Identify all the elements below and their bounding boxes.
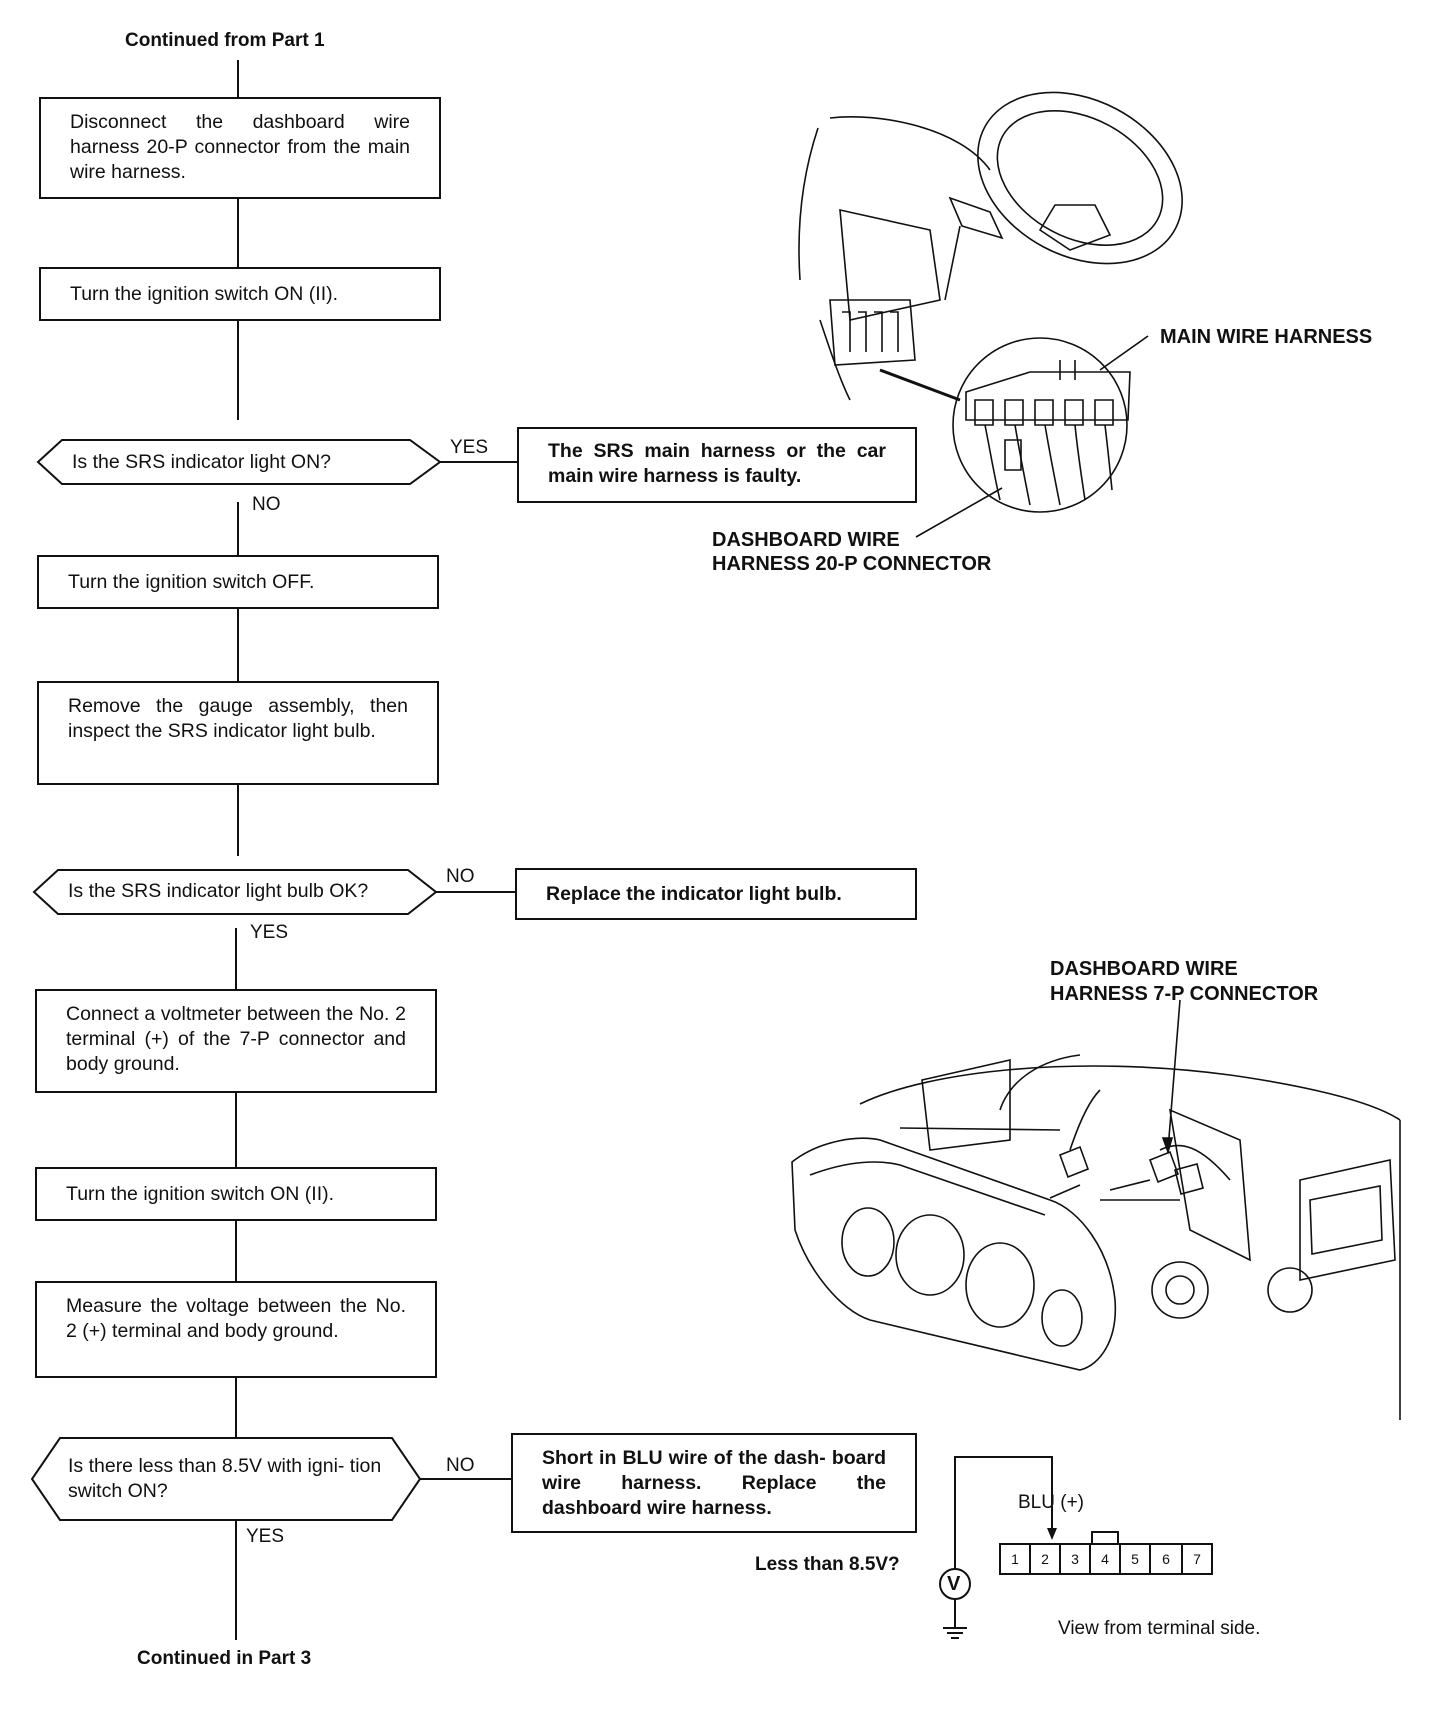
answer-no-3: NO — [446, 1455, 475, 1476]
terminal-3: 3 — [1071, 1551, 1079, 1567]
answer-yes-3: YES — [246, 1526, 285, 1547]
label-7p-line1: DASHBOARD WIRE — [1050, 958, 1238, 980]
decision-voltage-low: Is there less than 8.5V with igni- tion … — [68, 1455, 382, 1502]
terminal-6: 6 — [1162, 1551, 1170, 1567]
label-7p-line2: HARNESS 7-P CONNECTOR — [1050, 983, 1319, 1005]
terminal-1: 1 — [1011, 1551, 1019, 1567]
step-remove-gauge: Remove the gauge assembly, then inspect … — [68, 695, 408, 742]
gauge-assembly-illustration — [791, 999, 1401, 1420]
decision-srs-light-on: Is the SRS indicator light ON? — [72, 451, 332, 473]
decision-bulb-ok: Is the SRS indicator light bulb OK? — [68, 880, 369, 902]
result-short-blu-wire: Short in BLU wire of the dash- board wir… — [542, 1447, 886, 1519]
caption-terminal-side: View from terminal side. — [1058, 1618, 1261, 1639]
end-label: Continued in Part 3 — [137, 1648, 312, 1669]
step-ignition-on-1: Turn the ignition switch ON (II). — [70, 282, 339, 305]
step-disconnect-connector: Disconnect the dashboard wire harness 20… — [70, 111, 410, 183]
terminal-5: 5 — [1131, 1551, 1139, 1567]
terminal-4: 4 — [1101, 1551, 1109, 1567]
result-replace-bulb: Replace the indicator light bulb. — [546, 882, 842, 905]
terminal-2: 2 — [1041, 1551, 1049, 1567]
terminal-7: 7 — [1193, 1551, 1201, 1567]
label-less-than: Less than 8.5V? — [755, 1554, 900, 1575]
start-label: Continued from Part 1 — [125, 30, 325, 51]
label-main-wire-harness: MAIN WIRE HARNESS — [1160, 326, 1373, 348]
step-ignition-off: Turn the ignition switch OFF. — [68, 570, 315, 593]
label-blu-wire: BLU (+) — [1018, 1492, 1084, 1513]
answer-no-2: NO — [446, 866, 475, 887]
dashboard-steering-illustration — [798, 91, 1183, 538]
result-harness-faulty: The SRS main harness or the car main wir… — [548, 440, 886, 487]
step-measure-voltage: Measure the voltage between the No. 2 (+… — [66, 1295, 406, 1342]
label-20p-line1: DASHBOARD WIRE — [712, 529, 900, 551]
answer-yes-1: YES — [450, 437, 489, 458]
step-ignition-on-2: Turn the ignition switch ON (II). — [66, 1182, 335, 1205]
step-connect-voltmeter: Connect a voltmeter between the No. 2 te… — [66, 1003, 406, 1075]
answer-yes-2: YES — [250, 922, 289, 943]
answer-no-1: NO — [252, 494, 281, 515]
label-20p-line2: HARNESS 20-P CONNECTOR — [712, 553, 992, 575]
voltmeter-symbol: V — [947, 1573, 961, 1595]
voltmeter-schematic — [939, 1456, 1213, 1639]
